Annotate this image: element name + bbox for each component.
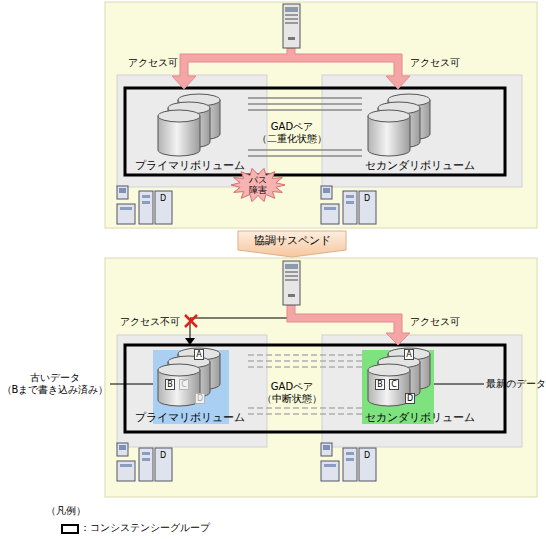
server-icon bbox=[283, 261, 300, 305]
storage-icon bbox=[321, 186, 376, 224]
node-text: セカンダリボリューム bbox=[365, 412, 475, 424]
leader-line bbox=[110, 384, 158, 385]
blocked-mark bbox=[185, 315, 197, 327]
storage-icon bbox=[117, 186, 172, 224]
pair-line bbox=[248, 366, 362, 368]
note-label: 古いデータ （Bまで書き込み済み） bbox=[0, 372, 110, 396]
state-panel bbox=[105, 258, 537, 497]
pair-line bbox=[248, 109, 362, 111]
pair-label: GADペア （二重化状態） bbox=[248, 121, 336, 145]
arrow-head bbox=[185, 338, 195, 345]
storage-area bbox=[117, 75, 267, 187]
legend-row: ：コンシステンシーグループ bbox=[80, 522, 280, 534]
pair-line bbox=[248, 103, 362, 105]
pair-line bbox=[248, 149, 362, 151]
data-block: D bbox=[195, 393, 205, 404]
data-block: A bbox=[404, 349, 414, 360]
device-letter: D bbox=[362, 450, 372, 462]
storage-icon bbox=[321, 443, 376, 481]
node-text: プライマリボリューム bbox=[135, 160, 245, 172]
pair-line bbox=[248, 360, 362, 362]
state-panel bbox=[105, 2, 537, 228]
device-letter: D bbox=[158, 193, 168, 205]
failure-burst: パス 障害 bbox=[231, 168, 285, 202]
consistency-group bbox=[125, 88, 505, 175]
volume-stack: プライマリボリューム bbox=[132, 348, 248, 424]
transition-arrow: 協調サスペンド bbox=[238, 231, 346, 257]
pair-link bbox=[248, 98, 362, 156]
arrow-outline bbox=[238, 231, 346, 257]
access-arrow bbox=[287, 305, 410, 345]
volume-stack: プライマリボリューム bbox=[132, 90, 248, 172]
node-text: セカンダリボリューム bbox=[365, 160, 475, 172]
node-text: プライマリボリューム bbox=[135, 412, 245, 424]
volume-stack: セカンダリボリューム bbox=[362, 90, 478, 172]
cylinder-top bbox=[158, 364, 200, 376]
server-icon bbox=[283, 4, 300, 48]
data-block: C bbox=[179, 379, 189, 390]
data-block: D bbox=[405, 393, 415, 404]
access-label: アクセス不可 bbox=[110, 316, 180, 328]
data-block: B bbox=[375, 379, 385, 390]
data-block: C bbox=[389, 379, 399, 390]
node-text: 協調サスペンド bbox=[254, 234, 331, 247]
pair-line bbox=[248, 97, 362, 99]
storage-area bbox=[322, 335, 522, 447]
note-label: 最新のデータ bbox=[486, 378, 546, 390]
data-block: A bbox=[194, 349, 204, 360]
pair-line bbox=[248, 407, 362, 409]
blocked-mark bbox=[185, 315, 197, 327]
legend-text: ：コンシステンシーグループ bbox=[80, 522, 210, 534]
pair-line bbox=[248, 155, 362, 157]
legend-swatch bbox=[62, 525, 78, 533]
pair-label: GADペア （中断状態） bbox=[248, 381, 336, 405]
cylinder-top bbox=[158, 110, 200, 122]
storage-icon bbox=[117, 443, 172, 481]
cylinder-top bbox=[368, 110, 410, 122]
legend-heading: （凡例） bbox=[46, 505, 106, 517]
blocked-path bbox=[190, 318, 287, 338]
access-label: アクセス可 bbox=[410, 316, 472, 328]
access-arrow bbox=[172, 48, 410, 89]
device-letter: D bbox=[362, 193, 372, 205]
device-letter: D bbox=[158, 450, 168, 462]
access-label: アクセス可 bbox=[120, 57, 178, 69]
access-label: アクセス可 bbox=[410, 57, 472, 69]
burst-outline bbox=[231, 168, 285, 201]
storage-area bbox=[322, 75, 522, 187]
consistency-group bbox=[125, 345, 505, 432]
node-text: パス 障害 bbox=[246, 175, 270, 195]
pair-line bbox=[248, 413, 362, 415]
pair-link bbox=[248, 355, 362, 414]
storage-area bbox=[117, 335, 267, 447]
pair-line bbox=[248, 354, 362, 356]
cylinder-top bbox=[368, 364, 410, 376]
leader-line bbox=[432, 384, 484, 385]
data-block: B bbox=[165, 379, 175, 390]
